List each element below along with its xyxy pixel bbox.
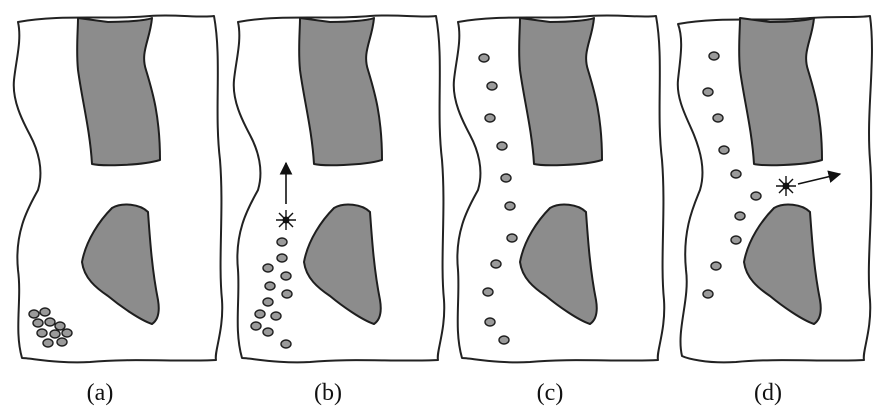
panel-a-obstacle-top bbox=[77, 18, 160, 165]
robot bbox=[485, 318, 495, 326]
robot bbox=[282, 290, 292, 298]
robot bbox=[263, 328, 273, 336]
robot bbox=[50, 330, 60, 338]
panel-a-caption: (a) bbox=[87, 380, 114, 406]
panel-d-obstacle-top bbox=[739, 18, 822, 165]
panel-d-star-core bbox=[783, 183, 790, 190]
robot bbox=[731, 236, 741, 244]
panel-d-caption: (d) bbox=[754, 380, 782, 406]
robot bbox=[29, 310, 39, 318]
robot bbox=[263, 298, 273, 306]
robot bbox=[491, 260, 501, 268]
robot bbox=[57, 338, 67, 346]
panel-b-star-core bbox=[283, 217, 290, 224]
robot bbox=[277, 238, 287, 246]
robot bbox=[479, 54, 489, 62]
robot bbox=[33, 319, 43, 327]
robot bbox=[709, 52, 719, 60]
robot bbox=[281, 340, 291, 348]
panel-c-caption: (c) bbox=[537, 380, 564, 406]
robot bbox=[271, 312, 281, 320]
robot bbox=[703, 88, 713, 96]
robot bbox=[55, 322, 65, 330]
robot bbox=[719, 146, 729, 154]
robot bbox=[43, 339, 53, 347]
robot bbox=[251, 322, 261, 330]
robot bbox=[487, 82, 497, 90]
robot bbox=[505, 202, 515, 210]
robot bbox=[263, 264, 273, 272]
robot bbox=[711, 262, 721, 270]
robot bbox=[497, 142, 507, 150]
robot bbox=[499, 336, 509, 344]
panel-b-obstacle-top bbox=[299, 18, 382, 165]
robot bbox=[713, 114, 723, 122]
robot bbox=[277, 254, 287, 262]
panel-c: (c) bbox=[454, 15, 665, 406]
robot bbox=[265, 282, 275, 290]
panel-b-caption: (b) bbox=[314, 380, 342, 406]
panel-d: (d) bbox=[678, 16, 872, 406]
robot bbox=[507, 234, 517, 242]
robot bbox=[485, 114, 495, 122]
panel-c-obstacle-top bbox=[519, 18, 602, 165]
robot bbox=[731, 170, 741, 178]
robot bbox=[281, 272, 291, 280]
robot bbox=[751, 192, 761, 200]
robot bbox=[40, 308, 50, 316]
robot bbox=[255, 310, 265, 318]
robot bbox=[45, 318, 55, 326]
panel-a: (a) bbox=[14, 15, 223, 406]
robot bbox=[735, 212, 745, 220]
robot bbox=[37, 329, 47, 337]
robot bbox=[501, 174, 511, 182]
robot bbox=[483, 288, 493, 296]
panel-b: (b) bbox=[234, 15, 445, 406]
robot bbox=[62, 329, 72, 337]
robot bbox=[703, 290, 713, 298]
